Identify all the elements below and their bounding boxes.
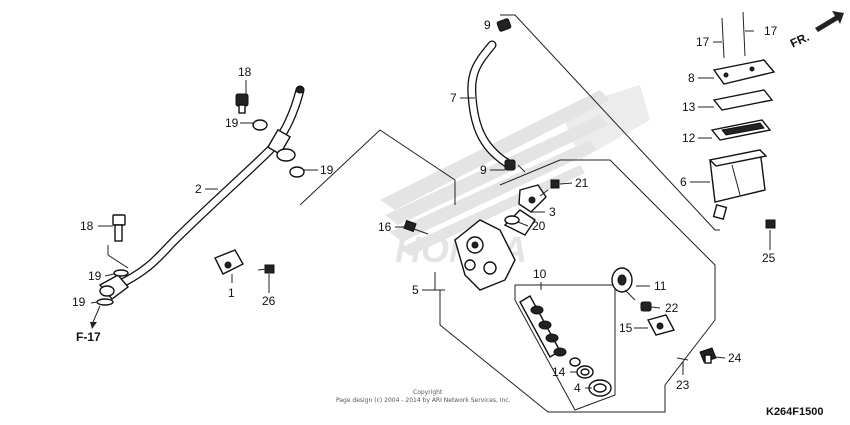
boot-4 xyxy=(588,379,612,397)
pin-24 xyxy=(699,347,717,364)
hose-clamp xyxy=(214,249,244,275)
callout-3: 3 xyxy=(549,205,556,219)
piston-set xyxy=(519,295,581,367)
joint-15 xyxy=(646,314,676,336)
reservoir-screws xyxy=(721,11,746,59)
callout-18-bottom: 18 xyxy=(80,219,94,233)
callout-19-c: 19 xyxy=(88,269,102,283)
wing-logo-watermark: HONDA xyxy=(380,85,650,270)
callout-9-bottom: 9 xyxy=(480,163,487,177)
callout-16: 16 xyxy=(378,220,392,234)
cotter-pin-23 xyxy=(676,357,689,361)
callout-17-right: 17 xyxy=(764,24,778,38)
bolt-25 xyxy=(765,219,776,229)
front-arrow-icon xyxy=(815,11,844,32)
diagram-code: K264F1500 xyxy=(766,406,824,418)
brake-hose xyxy=(98,85,305,300)
bolt-16 xyxy=(403,219,429,235)
arrow-f17-icon xyxy=(90,305,101,329)
callout-8: 8 xyxy=(688,71,695,85)
callout-26: 26 xyxy=(262,294,276,308)
callout-18-top: 18 xyxy=(238,65,252,79)
front-label: FR. xyxy=(788,30,811,51)
callout-13: 13 xyxy=(682,100,696,114)
reservoir-hose xyxy=(467,40,515,170)
reservoir-plate xyxy=(712,89,774,111)
callout-2: 2 xyxy=(195,182,202,196)
reservoir-body xyxy=(708,149,768,220)
master-cylinder-body xyxy=(454,209,536,291)
hose-clip-bottom xyxy=(504,159,516,171)
screw-21 xyxy=(539,179,560,197)
callout-10: 10 xyxy=(533,267,547,281)
leader-lines xyxy=(90,24,771,389)
callout-7: 7 xyxy=(450,91,457,105)
o-ring-20 xyxy=(504,215,520,225)
callout-15: 15 xyxy=(619,321,633,335)
push-rod-11 xyxy=(611,267,636,301)
callout-9-top: 9 xyxy=(484,18,491,32)
washer-19 xyxy=(96,119,305,306)
callout-23: 23 xyxy=(676,378,690,392)
banjo-bolt-top xyxy=(235,93,249,114)
banjo-bolt-bottom xyxy=(112,214,126,242)
snap-ring-14 xyxy=(576,365,594,379)
copyright-line: Page design (c) 2004 - 2014 by ARI Netwo… xyxy=(336,397,511,404)
callout-14: 14 xyxy=(552,365,566,379)
callout-4: 4 xyxy=(574,381,581,395)
callout-22: 22 xyxy=(665,301,679,315)
reservoir-cap xyxy=(712,59,776,85)
group-boundaries xyxy=(299,14,720,413)
callout-11: 11 xyxy=(654,279,667,293)
callout-19-b: 19 xyxy=(320,163,334,177)
callout-21: 21 xyxy=(575,176,589,190)
hose-joint xyxy=(518,184,547,213)
callout-20: 20 xyxy=(532,219,546,233)
callout-17-left: 17 xyxy=(696,35,710,49)
bolt-26 xyxy=(257,264,275,274)
nut-22 xyxy=(640,301,652,312)
diaphragm xyxy=(710,119,772,141)
callout-19-d: 19 xyxy=(72,295,86,309)
callout-5: 5 xyxy=(412,283,419,297)
callout-12: 12 xyxy=(682,131,696,145)
copyright-title: Copyright xyxy=(413,389,443,396)
callout-labels: 1 2 3 4 5 6 7 8 9 9 10 11 12 13 14 15 16… xyxy=(72,18,778,395)
callout-24: 24 xyxy=(728,351,742,365)
reference-f17: F-17 xyxy=(76,330,101,344)
callout-19-a: 19 xyxy=(225,116,239,130)
callout-6: 6 xyxy=(680,175,687,189)
callout-1: 1 xyxy=(228,286,235,300)
callout-25: 25 xyxy=(762,251,776,265)
